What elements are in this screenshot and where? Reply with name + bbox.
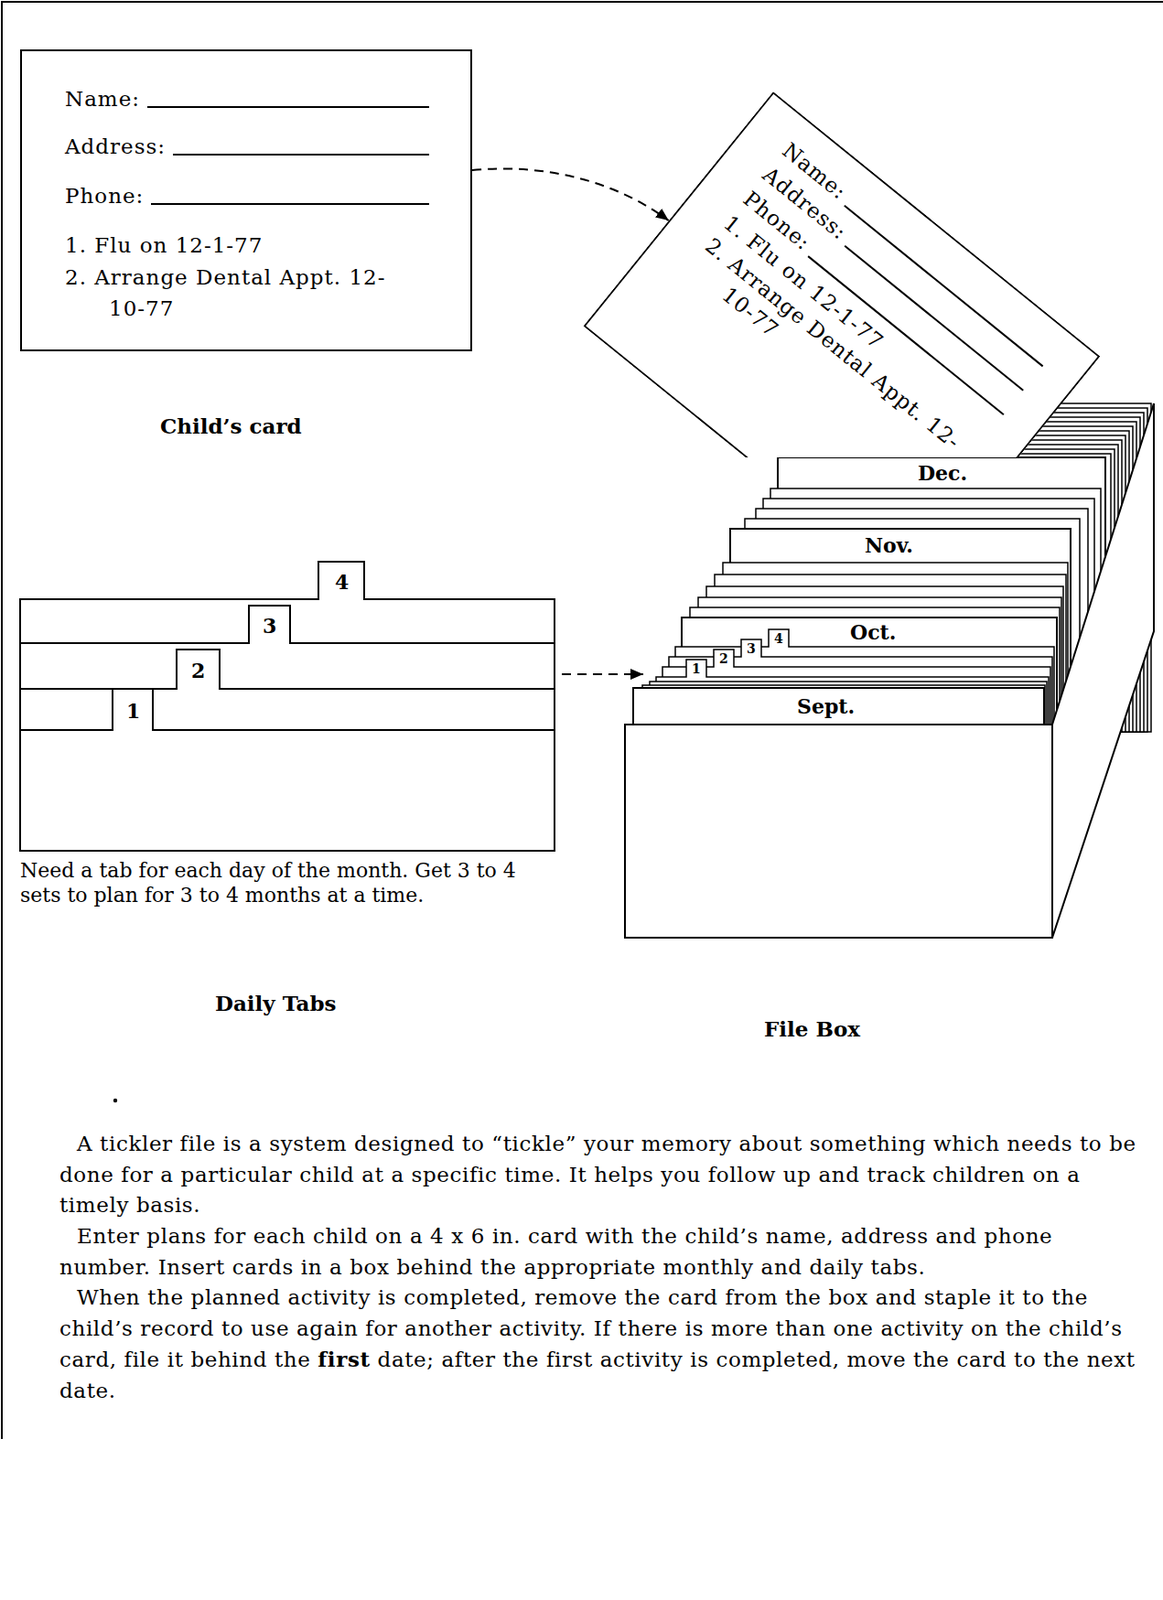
- figure-caption: Daily Tabs: [215, 991, 337, 1016]
- field-underline: [150, 203, 430, 205]
- card-text: Name:: [64, 83, 140, 115]
- card-text: 1. Flu on 12-1-77: [64, 229, 263, 261]
- card-row: 2. Arrange Dental Appt. 12-10-77: [64, 261, 430, 324]
- card-text: Phone:: [64, 180, 144, 212]
- card-text: 2. Arrange Dental Appt. 12-10-77: [682, 232, 974, 483]
- callout-number: 3: [746, 641, 756, 657]
- card-row: Name:: [64, 83, 430, 115]
- field-underline: [147, 106, 430, 108]
- daily-tab-card: [20, 561, 555, 851]
- callout-number: 4: [334, 570, 349, 594]
- stray-dot: [113, 1098, 118, 1103]
- month-tab-label: Nov.: [864, 534, 914, 558]
- figure-caption: File Box: [764, 1017, 861, 1042]
- month-tab-label: Sept.: [796, 695, 855, 719]
- dashed-arrow: [472, 168, 669, 221]
- box-side: [1052, 403, 1154, 938]
- month-tab-label: Oct.: [850, 621, 896, 645]
- card-row: Address:: [64, 130, 430, 162]
- note-text: Need a tab for each day of the month. Ge…: [20, 858, 540, 908]
- callout-number: 1: [691, 661, 701, 677]
- callout-number: 2: [191, 659, 205, 683]
- body-paragraph: Enter plans for each child on a 4 x 6 in…: [59, 1221, 1147, 1283]
- figure-caption: Child’s card: [160, 414, 302, 439]
- page-frame: [1, 1, 1163, 1440]
- card-row: 1. Flu on 12-1-77: [64, 229, 430, 261]
- card-text: 2. Arrange Dental Appt. 12-10-77: [64, 261, 395, 324]
- callout-number: 2: [719, 651, 729, 667]
- month-tab-label: Dec.: [917, 462, 968, 485]
- leader-arrow: [561, 673, 644, 676]
- box-front: [624, 724, 1053, 938]
- callout-number: 4: [774, 631, 784, 647]
- card-row: Phone:: [64, 180, 430, 212]
- index-card: Name: Address: Phone: 1. Flu on 12-1-772. A…: [20, 49, 473, 352]
- callout-number: 3: [262, 614, 277, 638]
- card-text: Address:: [64, 130, 166, 162]
- callout-number: 1: [126, 699, 140, 723]
- daily-tab-card: [20, 689, 555, 851]
- body-paragraph: A tickler file is a system designed to “…: [59, 1129, 1147, 1222]
- daily-tab-card: [20, 649, 555, 851]
- emphasis: first: [317, 1346, 370, 1372]
- field-underline: [172, 153, 430, 156]
- body-paragraph: When the planned activity is completed, …: [59, 1282, 1147, 1407]
- daily-tab-card: [20, 605, 555, 851]
- card-row: 2. Arrange Dental Appt. 12-10-77: [682, 232, 980, 488]
